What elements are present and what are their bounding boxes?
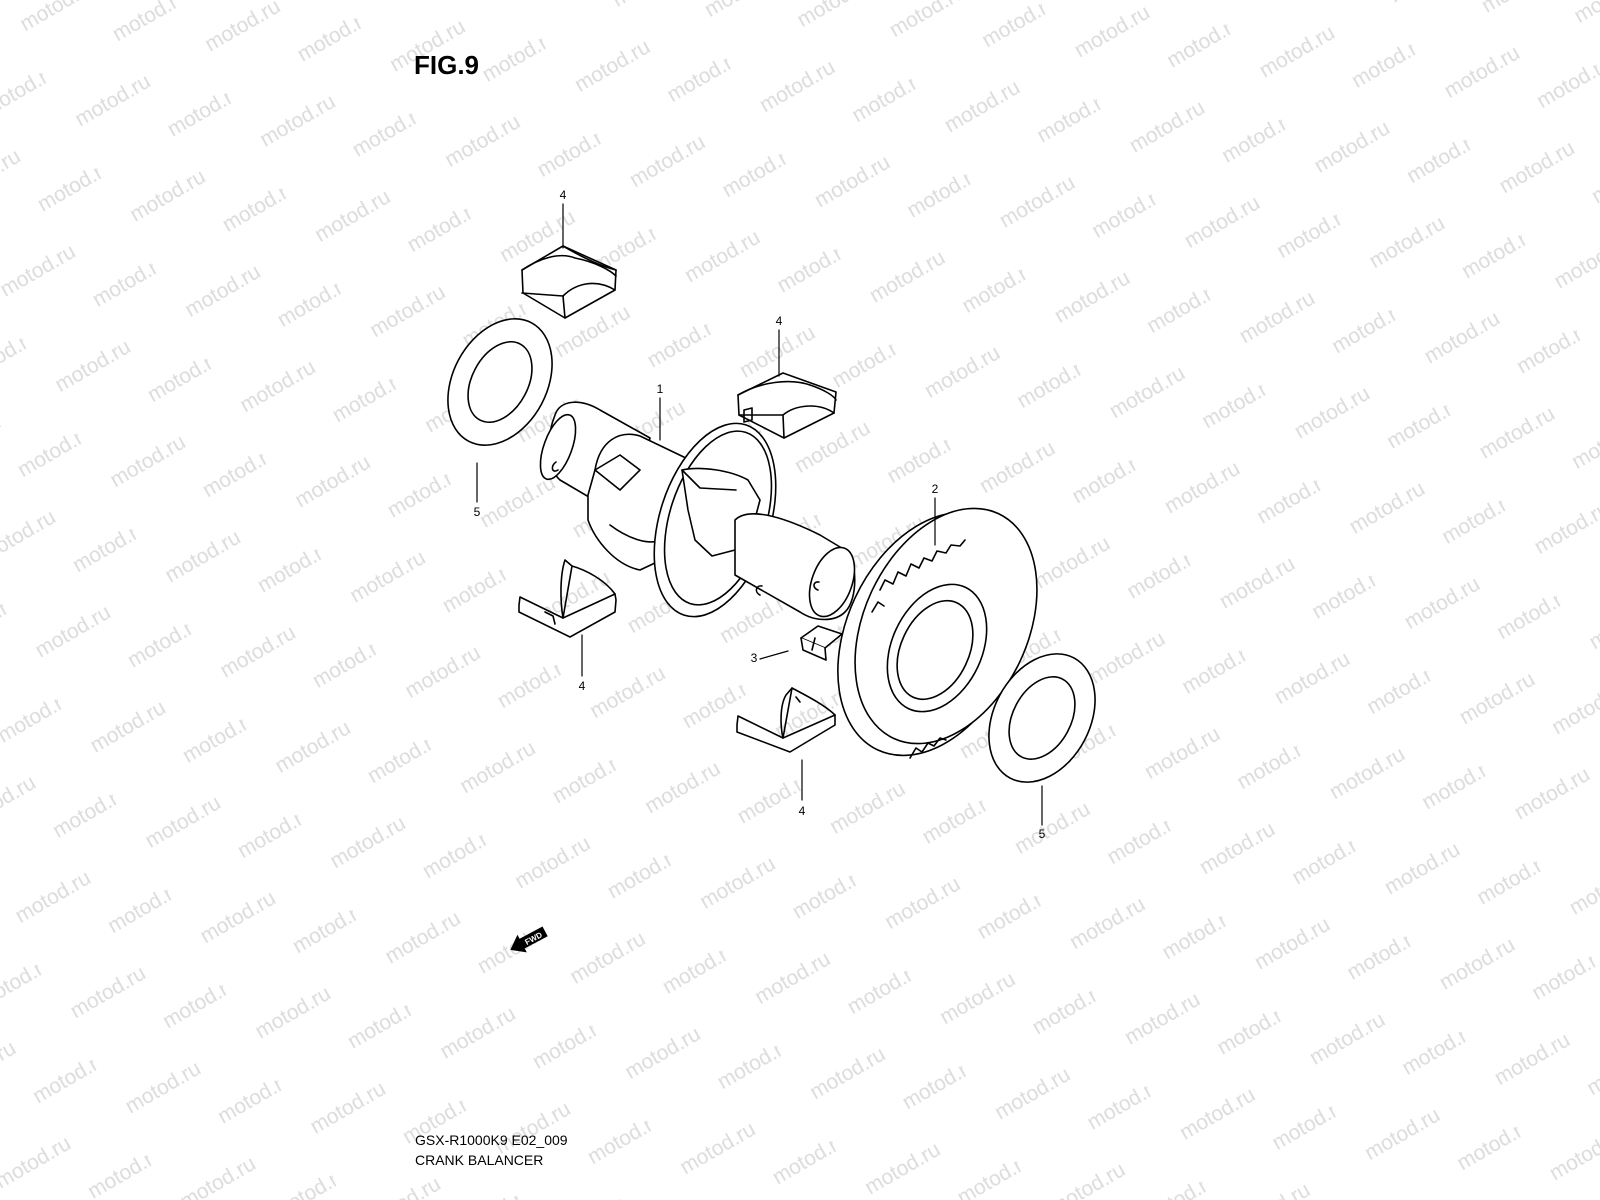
callout-4-bottom-right: 4: [799, 804, 806, 818]
bearing-shell-bottom-right: [736, 687, 836, 753]
woodruff-key: [800, 625, 843, 661]
thrust-washer-right: [988, 653, 1096, 783]
figure-title: FIG.9: [414, 50, 480, 80]
callout-1: 1: [657, 382, 664, 396]
callout-5-left: 5: [474, 505, 481, 519]
callout-4-top-left: 4: [560, 188, 567, 202]
balancer-gear: [837, 507, 1038, 759]
bearing-shell-top-left: [521, 245, 617, 319]
leader-lines: [476, 203, 1043, 826]
figure-code: GSX-R1000K9 E02_009: [415, 1132, 568, 1148]
callout-4-top-right: 4: [776, 314, 783, 328]
callout-2: 2: [932, 482, 939, 496]
figure-name: CRANK BALANCER: [415, 1152, 544, 1168]
balancer-shaft: [539, 401, 856, 621]
callout-4-bottom-left: 4: [579, 679, 586, 693]
bearing-shell-bottom-left: [518, 559, 617, 638]
callout-5-right: 5: [1039, 827, 1046, 841]
callout-3: 3: [751, 651, 758, 665]
thrust-washer-left: [447, 318, 553, 446]
bearing-shell-top-right: [737, 372, 837, 439]
